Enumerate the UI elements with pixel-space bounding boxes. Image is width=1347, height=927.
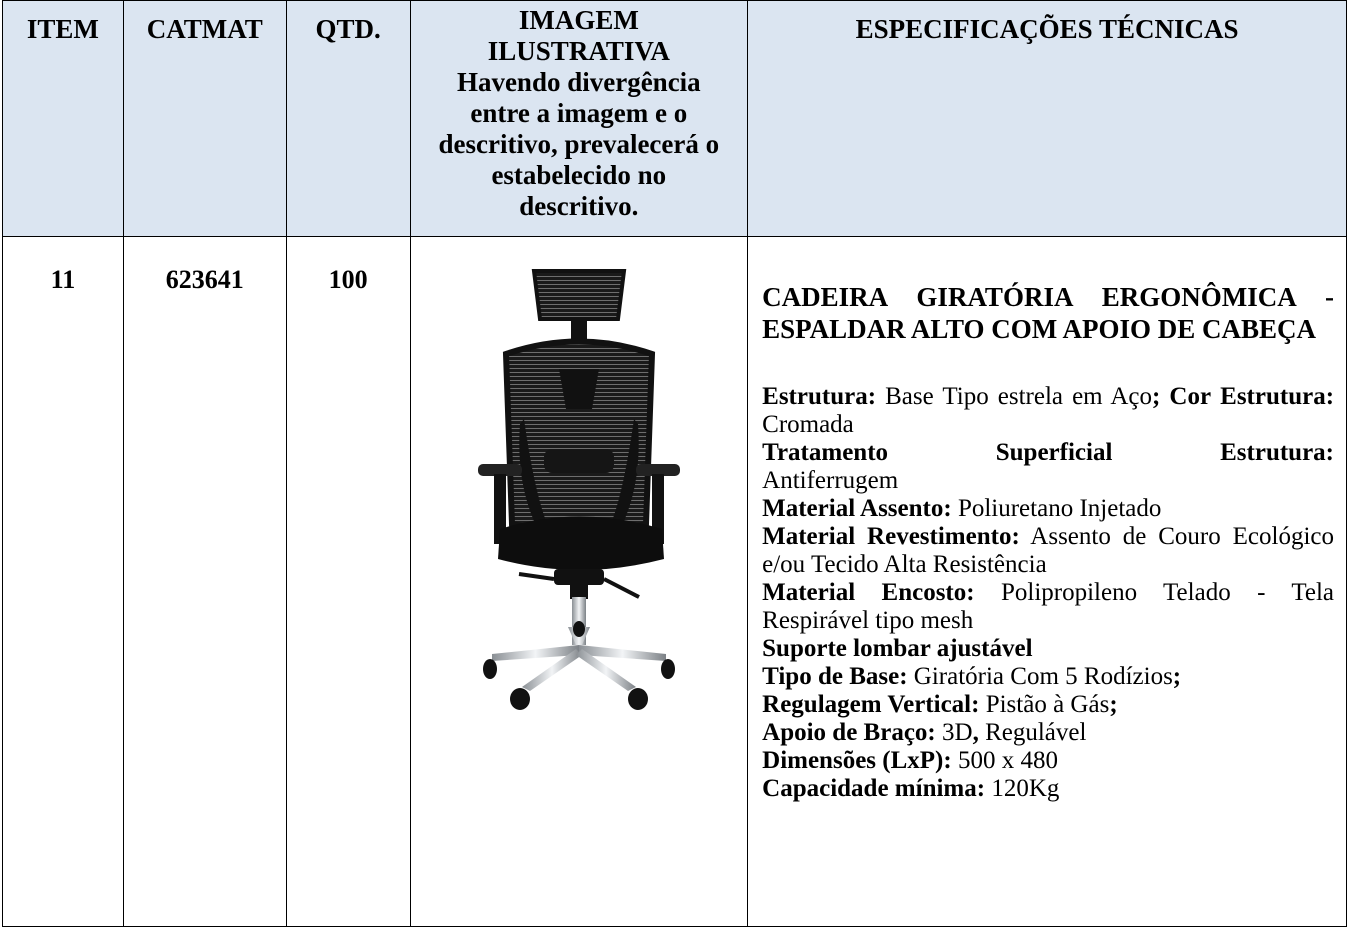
- spec-value: Regulável: [985, 719, 1087, 746]
- spec-regulagem-vertical: Regulagem Vertical: Pistão à Gás;: [762, 691, 1334, 719]
- spec-apoio-braco: Apoio de Braço: 3D, Regulável: [762, 719, 1334, 747]
- spec-label: Apoio de Braço:: [762, 719, 936, 746]
- cell-especificacoes: CADEIRA GIRATÓRIA ERGONÔMICA - ESPALDAR …: [747, 236, 1347, 927]
- header-qtd: QTD.: [285, 0, 411, 237]
- spec-value: Poliuretano Injetado: [957, 495, 1162, 522]
- spec-separator: ;: [1109, 691, 1118, 718]
- spec-estrutura: Estrutura: Base Tipo estrela em Aço; Cor…: [762, 383, 1334, 439]
- header-item: ITEM: [2, 0, 124, 237]
- spec-value: 120Kg: [991, 775, 1060, 802]
- spec-value: Pistão à Gás: [985, 691, 1110, 718]
- spec-tipo-base: Tipo de Base: Giratória Com 5 Rodízios;: [762, 663, 1334, 691]
- cell-catmat: 623641: [122, 236, 287, 927]
- spec-label: Cor: [1169, 383, 1212, 410]
- product-title: CADEIRA GIRATÓRIA ERGONÔMICA - ESPALDAR …: [762, 282, 1334, 344]
- spec-value: Base Tipo estrela em Aço: [885, 383, 1152, 410]
- spec-material-assento: Material Assento: Poliuretano Injetado: [762, 495, 1334, 523]
- cell-item: 11: [2, 236, 124, 927]
- cell-qtd: 100: [285, 236, 411, 927]
- spec-value: Assento de Couro Ecológico e/ou Tecido A…: [762, 523, 1334, 578]
- spec-separator: ;: [1151, 383, 1161, 410]
- spec-tratamento-value: Antiferrugem: [762, 467, 899, 494]
- spec-value: 3D: [942, 719, 973, 746]
- spec-label: Dimensões (LxP):: [762, 747, 952, 774]
- table-row: 11 623641 100: [2, 236, 1347, 927]
- header-row: ITEM CATMAT QTD. IMAGEM ILUSTRATIVA Have…: [2, 0, 1347, 237]
- spec-label: Estrutura:: [1220, 383, 1335, 410]
- spec-material-revestimento: Material Revestimento: Assento de Couro …: [762, 523, 1334, 579]
- spec-value: Cromada: [762, 411, 854, 438]
- spec-label: Material Revestimento:: [762, 523, 1020, 550]
- office-chair-image: [477, 269, 680, 710]
- spec-separator: ,: [972, 719, 979, 746]
- header-imagem: IMAGEM ILUSTRATIVA Havendo divergência e…: [409, 0, 749, 237]
- spec-label: Material Encosto:: [762, 579, 975, 606]
- spec-value: Giratória Com 5 Rodízios: [913, 663, 1173, 690]
- spec-label: Estrutura:: [1220, 439, 1335, 466]
- spec-label: Superficial: [995, 439, 1113, 466]
- spec-label: Material Assento:: [762, 495, 952, 522]
- spec-suporte-lombar: Suporte lombar ajustável: [762, 635, 1334, 663]
- spec-tratamento: Tratamento Superficial Estrutura:: [762, 439, 1334, 467]
- spec-label: Regulagem Vertical:: [762, 691, 980, 718]
- cell-imagem: [409, 236, 749, 927]
- header-especificacoes: ESPECIFICAÇÕES TÉCNICAS: [747, 0, 1347, 237]
- spec-separator: ;: [1172, 663, 1182, 690]
- spec-label: Tipo de Base:: [762, 663, 908, 690]
- spec-value: Polipropileno Telado - Tela Respirável t…: [762, 579, 1335, 634]
- spec-capacidade: Capacidade mínima: 120Kg: [762, 775, 1334, 803]
- header-catmat: CATMAT: [122, 0, 287, 237]
- spec-label: Suporte lombar ajustável: [762, 635, 1033, 662]
- spec-value: 500 x 480: [957, 747, 1058, 774]
- spec-label: Capacidade mínima:: [762, 775, 986, 802]
- spec-dimensoes: Dimensões (LxP): 500 x 480: [762, 747, 1334, 775]
- spec-label: Tratamento: [762, 439, 889, 466]
- spec-label: Estrutura:: [762, 383, 877, 410]
- spec-material-encosto: Material Encosto: Polipropileno Telado -…: [762, 579, 1334, 635]
